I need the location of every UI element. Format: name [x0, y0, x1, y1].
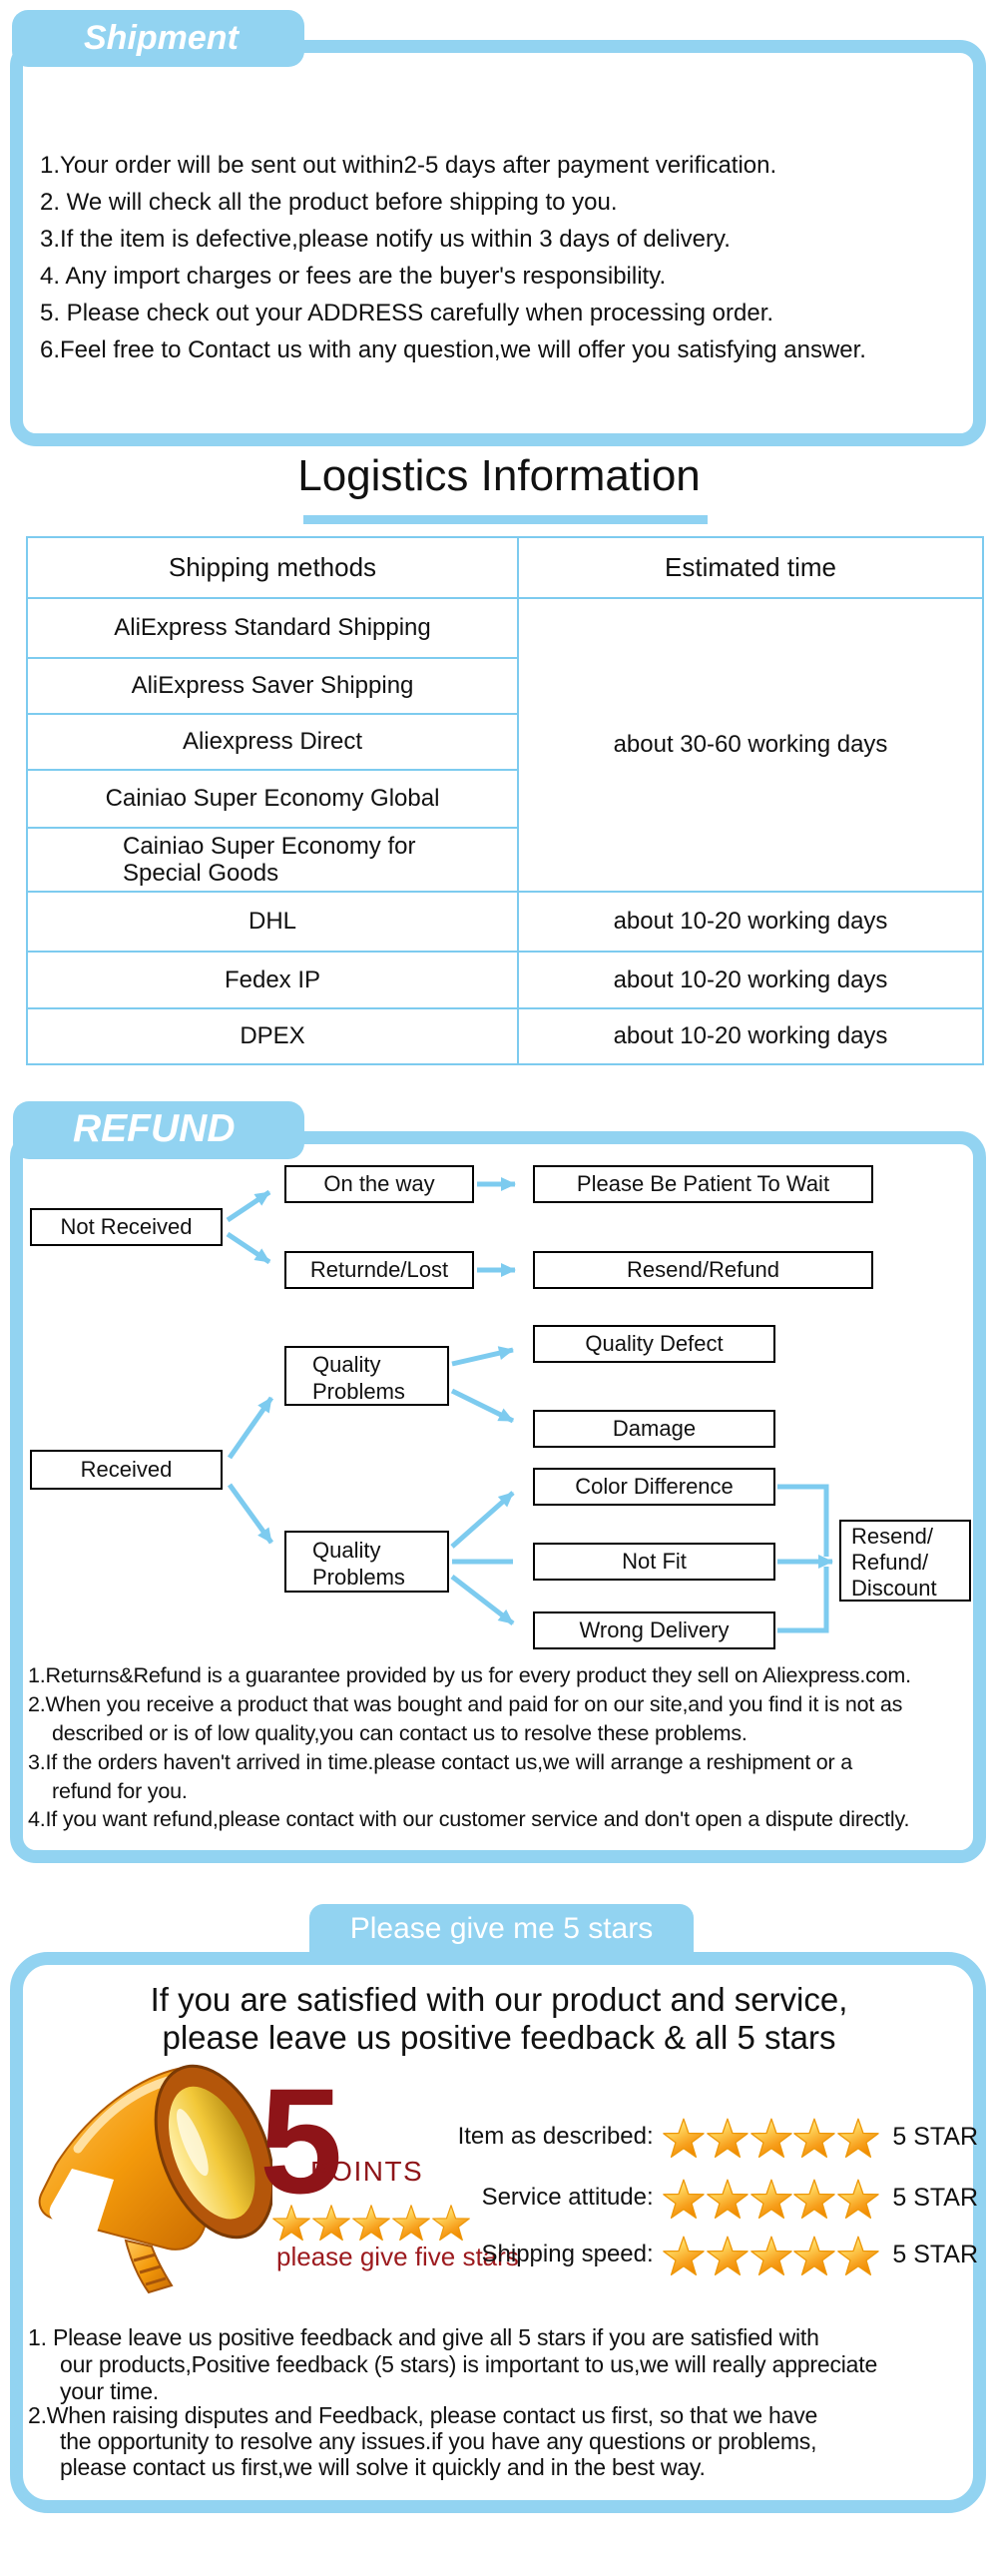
table-row: Fedex IP about 10-20 working days [26, 951, 984, 1009]
flow-box-received: Received [30, 1450, 223, 1490]
star-icon [793, 2179, 836, 2219]
method-cell: Cainiao Super Economy Global [26, 769, 519, 829]
table-row: AliExpress Standard Shipping about 30-60… [26, 597, 984, 893]
flow-box-on-the-way: On the way [284, 1165, 474, 1203]
method-cell: DPEX [26, 1007, 519, 1065]
flow-box-resend-refund-discount: Resend/ Refund/ Discount [839, 1520, 971, 1602]
time-cell: about 10-20 working days [517, 891, 984, 953]
time-cell-merged: about 30-60 working days [517, 597, 984, 893]
star-icon [706, 2236, 748, 2275]
star-icon [749, 2236, 792, 2275]
shipment-panel [10, 40, 986, 446]
star-icon [793, 2118, 836, 2158]
method-cell: DHL [26, 891, 519, 953]
feedback-note: 2.When raising disputes and Feedback, pl… [28, 2402, 818, 2428]
shipment-note: 4. Any import charges or fees are the bu… [40, 263, 667, 290]
star-icon [352, 2205, 390, 2241]
star-icon [662, 2236, 705, 2275]
logistics-table: Shipping methods Estimated time AliExpre… [26, 536, 984, 1065]
logistics-title: Logistics Information [297, 451, 701, 500]
refund-note: described or is of low quality,you can c… [52, 1721, 748, 1745]
time-cell: about 10-20 working days [517, 1007, 984, 1065]
feedback-headline-1: If you are satisfied with our product an… [150, 1981, 848, 2018]
rating-row-shipping-speed: Shipping speed: 5 STAR [419, 2233, 978, 2276]
feedback-note: the opportunity to resolve any issues.if… [60, 2428, 817, 2454]
refund-note: 3.If the orders haven't arrived in time.… [28, 1750, 853, 1774]
rating-suffix: 5 STAR [892, 2240, 979, 2268]
table-row: DPEX about 10-20 working days [26, 1007, 984, 1065]
refund-note: refund for you. [52, 1779, 188, 1803]
shipment-note: 5. Please check out your ADDRESS careful… [40, 300, 774, 326]
feedback-headline-2: please leave us positive feedback & all … [162, 2019, 836, 2056]
flow-box-returned-lost: Returnde/Lost [284, 1251, 474, 1289]
shipment-note: 1.Your order will be sent out within2-5 … [40, 152, 777, 179]
flow-box-color-difference: Color Difference [533, 1468, 775, 1506]
feedback-note: our products,Positive feedback (5 stars)… [60, 2351, 878, 2377]
feedback-note: please contact us first,we will solve it… [60, 2454, 706, 2480]
star-icon [837, 2236, 880, 2275]
star-icon [706, 2179, 748, 2219]
star-icon [837, 2179, 880, 2219]
rating-label: Service attitude: [481, 2184, 654, 2211]
rating-suffix: 5 STAR [892, 2122, 979, 2151]
refund-note: 1.Returns&Refund is a guarantee provided… [28, 1663, 911, 1687]
star-icon [749, 2118, 792, 2158]
table-row: AliExpress Saver Shipping [26, 657, 983, 715]
method-cell: Cainiao Super Economy for Special Goods [26, 827, 519, 893]
shipment-note: 6.Feel free to Contact us with any quest… [40, 336, 866, 363]
shipment-tab: Shipment [12, 10, 304, 67]
refund-note: 2.When you receive a product that was bo… [28, 1692, 903, 1716]
feedback-note: 1. Please leave us positive feedback and… [28, 2324, 819, 2350]
rating-row-service-attitude: Service attitude: 5 STAR [419, 2176, 978, 2220]
method-cell: Aliexpress Direct [26, 713, 519, 771]
flow-box-quality-problems-2: Quality Problems [284, 1531, 449, 1593]
points-label: POINTS [310, 2156, 424, 2187]
star-icon [749, 2179, 792, 2219]
flow-box-quality-defect: Quality Defect [533, 1325, 775, 1363]
star-icon [662, 2118, 705, 2158]
star-icon [662, 2179, 705, 2219]
method-cell: Fedex IP [26, 951, 519, 1009]
star-icon [272, 2205, 310, 2241]
flow-box-not-fit: Not Fit [533, 1543, 775, 1581]
col-header-estimated-time: Estimated time [517, 536, 984, 599]
five-points-number: 5 [259, 2057, 343, 2225]
five-stars-tab: Please give me 5 stars [309, 1904, 694, 1956]
time-cell: about 10-20 working days [517, 951, 984, 1009]
refund-tab: REFUND [13, 1101, 304, 1159]
rating-label: Shipping speed: [481, 2241, 654, 2267]
table-row: Cainiao Super Economy Global [26, 769, 983, 829]
method-cell: AliExpress Standard Shipping [26, 597, 519, 659]
flow-box-wrong-delivery: Wrong Delivery [533, 1611, 775, 1649]
table-row: Cainiao Super Economy for Special Goods [26, 827, 983, 893]
rating-label: Item as described: [457, 2123, 654, 2150]
flow-box-resend-refund: Resend/Refund [533, 1251, 873, 1289]
method-cell: AliExpress Saver Shipping [26, 657, 519, 715]
star-icon [312, 2205, 350, 2241]
star-icon [837, 2118, 880, 2158]
refund-note: 4.If you want refund,please contact with… [28, 1807, 910, 1831]
shipment-note: 3.If the item is defective,please notify… [40, 226, 731, 253]
give-five-stars-text: please give five stars [276, 2242, 519, 2271]
col-header-shipping-methods: Shipping methods [26, 536, 519, 599]
shipment-note: 2. We will check all the product before … [40, 189, 618, 216]
flow-box-not-received: Not Received [30, 1208, 223, 1246]
megaphone-icon [38, 2064, 272, 2294]
feedback-note: your time. [60, 2378, 159, 2404]
title-underline [303, 515, 708, 524]
flow-box-be-patient: Please Be Patient To Wait [533, 1165, 873, 1203]
table-header-row: Shipping methods Estimated time [26, 536, 984, 599]
table-row: DHL about 10-20 working days [26, 891, 984, 953]
star-icon [706, 2118, 748, 2158]
flow-box-quality-problems-1: Quality Problems [284, 1346, 449, 1406]
star-icon [793, 2236, 836, 2275]
rating-suffix: 5 STAR [892, 2183, 979, 2212]
table-row: Aliexpress Direct [26, 713, 983, 771]
rating-row-item-as-described: Item as described: 5 STAR [419, 2115, 978, 2159]
flow-box-damage: Damage [533, 1410, 775, 1448]
